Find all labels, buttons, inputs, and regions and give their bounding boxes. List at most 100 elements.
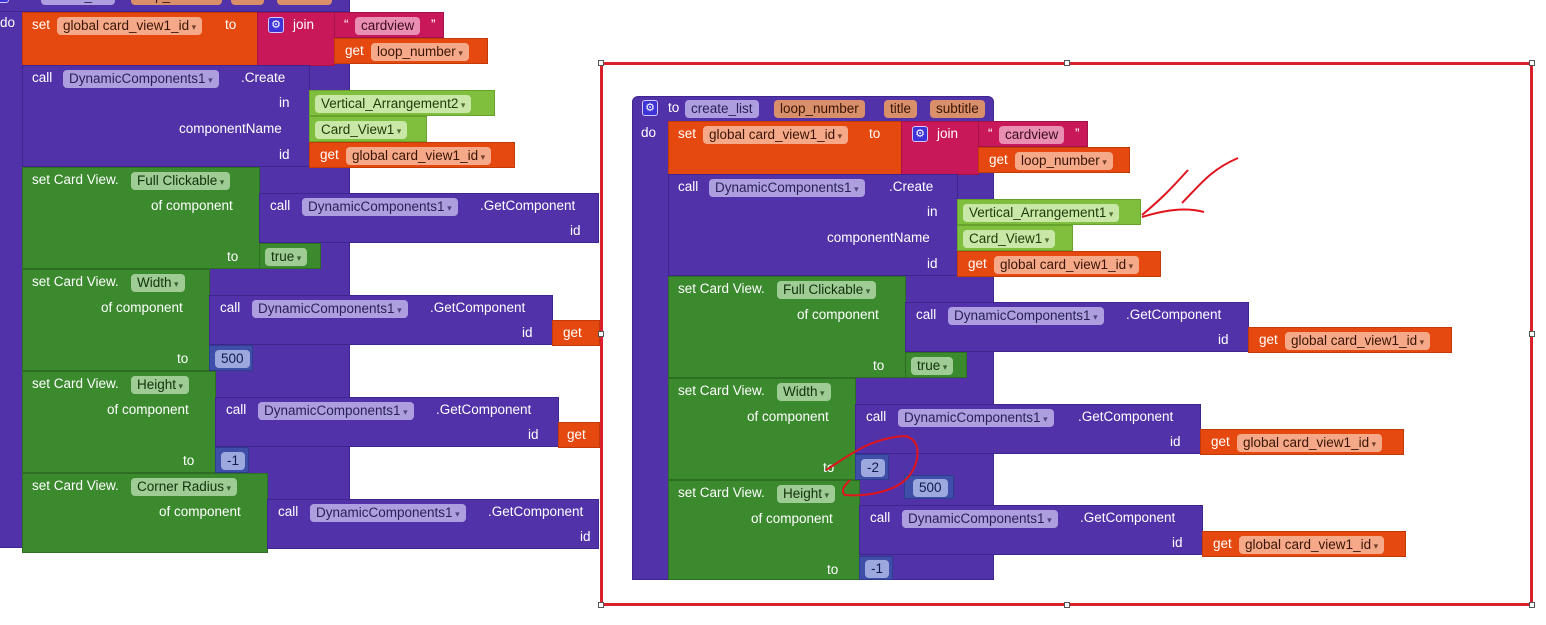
property-dropdown[interactable]: Width	[777, 383, 831, 401]
left-text-block[interactable]: “ cardview ”	[334, 12, 444, 38]
component-dropdown[interactable]: DynamicComponents1	[898, 409, 1054, 427]
resize-handle-tl[interactable]	[598, 60, 604, 66]
right-name-component[interactable]: Card_View1	[957, 225, 1073, 251]
right-join-block[interactable]: ⚙ join	[901, 121, 979, 175]
resize-handle-tr[interactable]	[1529, 60, 1535, 66]
left-get-partial-1[interactable]: get	[552, 320, 600, 346]
get-var-dropdown[interactable]: loop_number	[1015, 152, 1113, 170]
component-dropdown[interactable]: DynamicComponents1	[252, 300, 408, 318]
right-text-block[interactable]: “ cardview ”	[978, 121, 1088, 147]
left-get-partial-2[interactable]: get	[558, 422, 600, 448]
text-value[interactable]: cardview	[999, 126, 1065, 144]
right-setter-height[interactable]: set Card View. Height of component to	[668, 480, 860, 580]
resize-handle-bl[interactable]	[598, 602, 604, 608]
global-var-dropdown[interactable]: global card_view1_id	[703, 126, 849, 144]
component-dropdown[interactable]: DynamicComponents1	[302, 198, 458, 216]
cardview-dropdown[interactable]: Card_View1	[963, 230, 1056, 248]
get-var-dropdown[interactable]: global card_view1_id	[994, 256, 1140, 274]
gear-icon[interactable]: ⚙	[642, 100, 658, 116]
resize-handle-ml[interactable]	[598, 331, 604, 337]
component-dropdown[interactable]: DynamicComponents1	[948, 307, 1104, 325]
number-value[interactable]: -1	[865, 560, 890, 578]
param-subtitle[interactable]: subtitle	[930, 100, 985, 118]
loose-number-500[interactable]: 500	[904, 475, 954, 499]
global-var-dropdown[interactable]: global card_view1_id	[57, 17, 203, 35]
right-id-get-1[interactable]: get global card_view1_id	[1200, 429, 1404, 455]
left-true-block[interactable]: true	[259, 243, 321, 269]
left-getcomponent-2[interactable]: call DynamicComponents1 .GetComponent id	[215, 397, 559, 447]
procedure-name[interactable]: create_list	[685, 100, 759, 118]
arrangement-dropdown[interactable]: Vertical_Arrangement1	[963, 204, 1120, 222]
get-var-dropdown[interactable]: global card_view1_id	[1239, 536, 1385, 554]
gear-icon[interactable]: ⚙	[912, 126, 928, 142]
resize-handle-tm[interactable]	[1064, 60, 1070, 66]
right-setter-width[interactable]: set Card View. Width of component to	[668, 378, 856, 480]
right-getcomponent-0[interactable]: call DynamicComponents1 .GetComponent id	[905, 302, 1249, 352]
right-true-block[interactable]: true	[905, 352, 967, 378]
param-loop-number[interactable]: loop_number	[774, 100, 865, 118]
left-name-component[interactable]: Card_View1	[309, 116, 427, 142]
property-dropdown[interactable]: Full Clickable	[777, 281, 877, 299]
arrangement-dropdown[interactable]: Vertical_Arrangement2	[315, 95, 472, 113]
right-set-global-block[interactable]: set global card_view1_id to	[668, 121, 902, 175]
right-create-call-block[interactable]: call DynamicComponents1 .Create in compo…	[668, 174, 958, 276]
resize-handle-mr[interactable]	[1529, 331, 1535, 337]
property-dropdown[interactable]: Corner Radius	[131, 478, 238, 496]
left-setter-width[interactable]: set Card View. Width of component to	[22, 269, 210, 371]
boolean-dropdown[interactable]: true	[265, 248, 308, 266]
right-in-component[interactable]: Vertical_Arrangement1	[957, 199, 1141, 225]
number-value[interactable]: 500	[215, 350, 250, 368]
param-loop-number[interactable]: loop_number	[131, 0, 222, 5]
resize-handle-br[interactable]	[1529, 602, 1535, 608]
get-var-dropdown[interactable]: global card_view1_id	[1285, 332, 1431, 350]
get-var-dropdown[interactable]: global card_view1_id	[346, 147, 492, 165]
boolean-dropdown[interactable]: true	[911, 357, 954, 375]
left-in-component[interactable]: Vertical_Arrangement2	[309, 90, 495, 116]
left-procedure-header[interactable]: ⚙ to create_list loop_number title subti…	[0, 0, 350, 12]
property-dropdown[interactable]: Width	[131, 274, 185, 292]
right-number-minus2[interactable]: -2	[855, 454, 889, 480]
property-dropdown[interactable]: Height	[131, 376, 190, 394]
cardview-dropdown[interactable]: Card_View1	[315, 121, 408, 139]
component-dropdown[interactable]: DynamicComponents1	[310, 504, 466, 522]
param-subtitle[interactable]: subtitle	[277, 0, 332, 5]
left-create-call-block[interactable]: call DynamicComponents1 .Create in compo…	[22, 65, 310, 167]
left-setter-height[interactable]: set Card View. Height of component to	[22, 371, 216, 473]
param-title[interactable]: title	[231, 0, 265, 5]
left-set-global-block[interactable]: set global card_view1_id to	[22, 12, 258, 66]
param-title[interactable]: title	[884, 100, 918, 118]
left-getcomponent-3[interactable]: call DynamicComponents1 .GetComponent id	[267, 499, 599, 549]
number-value[interactable]: -1	[221, 452, 246, 470]
number-value[interactable]: 500	[913, 479, 948, 497]
gear-icon[interactable]: ⚙	[268, 17, 284, 33]
property-dropdown[interactable]: Height	[777, 485, 836, 503]
left-setter-full-clickable[interactable]: set Card View. Full Clickable of compone…	[22, 167, 260, 269]
right-getcomponent-1[interactable]: call DynamicComponents1 .GetComponent id	[855, 404, 1201, 454]
resize-handle-bm[interactable]	[1064, 602, 1070, 608]
left-get-loop-number[interactable]: get loop_number	[334, 38, 488, 64]
text-value[interactable]: cardview	[355, 17, 421, 35]
left-getcomponent-1[interactable]: call DynamicComponents1 .GetComponent id	[209, 295, 553, 345]
component-dropdown[interactable]: DynamicComponents1	[63, 70, 219, 88]
right-id-get-0[interactable]: get global card_view1_id	[1248, 327, 1452, 353]
property-dropdown[interactable]: Full Clickable	[131, 172, 231, 190]
number-value[interactable]: -2	[861, 459, 886, 477]
left-id-get[interactable]: get global card_view1_id	[309, 142, 515, 168]
gear-icon[interactable]: ⚙	[0, 0, 9, 3]
left-getcomponent-0[interactable]: call DynamicComponents1 .GetComponent id	[259, 193, 599, 243]
procedure-name[interactable]: create_list	[41, 0, 115, 5]
get-var-dropdown[interactable]: global card_view1_id	[1237, 434, 1383, 452]
left-join-block[interactable]: ⚙ join	[257, 12, 335, 66]
right-procedure-header[interactable]: ⚙ to create_list loop_number title subti…	[632, 96, 994, 120]
left-setter-corner-radius[interactable]: set Card View. Corner Radius of componen…	[22, 473, 268, 553]
get-var-dropdown[interactable]: loop_number	[371, 43, 469, 61]
right-get-loop-number[interactable]: get loop_number	[978, 147, 1130, 173]
component-dropdown[interactable]: DynamicComponents1	[902, 510, 1058, 528]
right-id-get-2[interactable]: get global card_view1_id	[1202, 531, 1406, 557]
right-setter-full-clickable[interactable]: set Card View. Full Clickable of compone…	[668, 276, 906, 378]
left-number-minus1[interactable]: -1	[215, 447, 249, 473]
right-getcomponent-2[interactable]: call DynamicComponents1 .GetComponent id	[859, 505, 1203, 555]
right-id-get[interactable]: get global card_view1_id	[957, 251, 1161, 277]
left-number-500[interactable]: 500	[209, 345, 253, 371]
right-number-minus1[interactable]: -1	[859, 556, 893, 580]
